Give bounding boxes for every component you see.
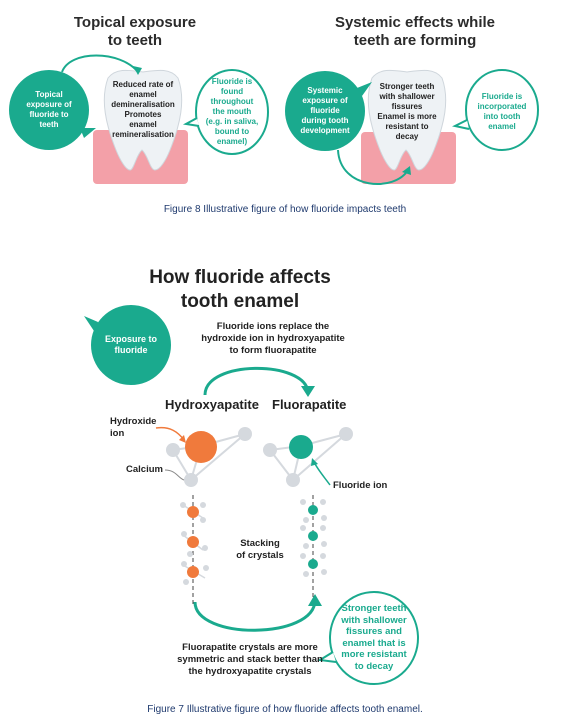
text-line: fissures [391, 102, 423, 111]
text-line: of crystals [236, 550, 284, 561]
text-line: Fluoride ions replace the [216, 321, 330, 332]
tooth-left [103, 69, 183, 171]
text-line: Fluoride is [211, 77, 253, 86]
replace-arrow [203, 366, 310, 396]
text-line: to decay [354, 660, 394, 672]
fluorapatite-label: Fluorapatite [272, 397, 347, 412]
topical-title-line1: Topical exposure [73, 14, 197, 31]
systemic-title: Systemic effects while teeth are forming [325, 14, 505, 50]
text-line: incorporated [477, 102, 527, 111]
text-line: Exposure to [104, 334, 157, 344]
text-line: fluoride [114, 345, 148, 355]
tooth-right-text: Stronger teeth with shallower fissures E… [372, 82, 442, 142]
fluorapatite-stack [300, 495, 327, 605]
stronger-bubble [329, 591, 419, 685]
stacking-label: Stacking of crystals [230, 538, 290, 562]
text-line: remineralisation [112, 130, 174, 139]
text-line: Reduced rate of [112, 80, 174, 89]
text-line: enamel that is [342, 637, 406, 649]
hydroxyapatite-label: Hydroxyapatite [165, 397, 259, 412]
text-line: symmetric and stack better than [177, 654, 323, 665]
fluoride-ion-label: Fluoride ion [333, 480, 388, 491]
text-line: fluoride [310, 106, 340, 115]
text-line: the mouth [212, 107, 252, 116]
text-line: Hydroxide [110, 416, 157, 427]
systemic-arrow [337, 149, 409, 185]
systemic-title-line1: Systemic effects while [334, 14, 496, 31]
text-line: Systemic [307, 86, 343, 95]
fluorapatite-molecule [263, 427, 353, 487]
text-line: Stacking [240, 538, 280, 549]
tooth-right [367, 69, 447, 171]
hydroxyapatite-stack [180, 495, 209, 605]
text-line: fissures and [346, 626, 402, 637]
text-line: Fluorapatite crystals are more [182, 642, 318, 653]
incorporated-bubble [465, 69, 539, 151]
text-line: into tooth [483, 112, 521, 121]
text-line: teeth [39, 120, 59, 129]
text-line: to form fluorapatite [229, 345, 317, 356]
topical-title-line2: to teeth [107, 32, 163, 49]
text-line: enamel) [216, 137, 248, 146]
figure8-caption: Figure 8 Illustrative figure of how fluo… [163, 204, 407, 215]
text-line: enamel [488, 122, 516, 131]
topical-arrow [61, 54, 139, 73]
topical-bubble-text: Topical exposure of fluoride to teeth [15, 90, 83, 130]
text-line: development [300, 126, 350, 135]
figure7-title-line2: tooth enamel [180, 291, 300, 312]
text-line: the hydroxyapatite crystals [188, 666, 312, 677]
stacking-arrow [193, 599, 317, 632]
text-line: Promotes [124, 110, 162, 119]
hydroxide-ion-label: Hydroxide ion [110, 416, 156, 440]
text-line: enamel [129, 120, 157, 129]
text-line: during tooth [301, 116, 349, 125]
text-line: Fluoride is [481, 92, 523, 101]
hydroxyapatite-molecule [166, 427, 252, 487]
figure7-title-line1: How fluoride affects [149, 267, 331, 288]
text-line: demineralisation [111, 100, 175, 109]
text-line: exposure of [302, 96, 348, 105]
text-line: resistant to [385, 122, 429, 131]
text-line: exposure of [26, 100, 72, 109]
text-line: with shallower [379, 92, 435, 101]
text-line: fluoride to [29, 110, 69, 119]
text-line: Stronger teeth [379, 82, 435, 91]
text-line: hydroxide ion in hydroxyapatite [201, 333, 345, 344]
tooth-left-text: Reduced rate of enamel demineralisation … [108, 80, 178, 140]
stronger-bubble-text: Stronger teeth with shallower fissures a… [334, 603, 414, 672]
text-line: found [220, 87, 244, 96]
text-line: Stronger teeth [341, 603, 407, 614]
text-line: decay [395, 132, 419, 141]
text-line: more resistant [341, 649, 407, 660]
found-bubble [195, 69, 269, 155]
text-line: bound to [214, 127, 250, 136]
figure7-caption: Figure 7 Illustrative figure of how fluo… [147, 704, 423, 715]
topical-bubble [9, 70, 89, 150]
text-line: with shallower [341, 614, 407, 626]
systemic-bubble [285, 71, 365, 151]
systemic-title-line2: teeth are forming [353, 32, 477, 49]
figure7-title: How fluoride affects tooth enamel [120, 266, 360, 314]
topical-title: Topical exposure to teeth [60, 14, 210, 50]
calcium-label: Calcium [126, 464, 163, 475]
text-line: throughout [210, 97, 254, 106]
text-line: ion [110, 428, 125, 439]
text-line: Topical [35, 90, 63, 99]
replace-text: Fluoride ions replace the hydroxide ion … [178, 321, 368, 357]
text-line: Enamel is more [377, 112, 437, 121]
exposure-bubble-text: Exposure to fluoride [96, 334, 166, 356]
found-bubble-text: Fluoride is found throughout the mouth (… [198, 77, 266, 147]
systemic-bubble-text: Systemic exposure of fluoride during too… [291, 86, 359, 136]
exposure-bubble [91, 305, 171, 385]
text-line: enamel [129, 90, 157, 99]
incorporated-bubble-text: Fluoride is incorporated into tooth enam… [468, 92, 536, 132]
text-line: (e.g. in saliva, [205, 117, 259, 126]
bottom-text: Fluorapatite crystals are more symmetric… [160, 642, 340, 678]
